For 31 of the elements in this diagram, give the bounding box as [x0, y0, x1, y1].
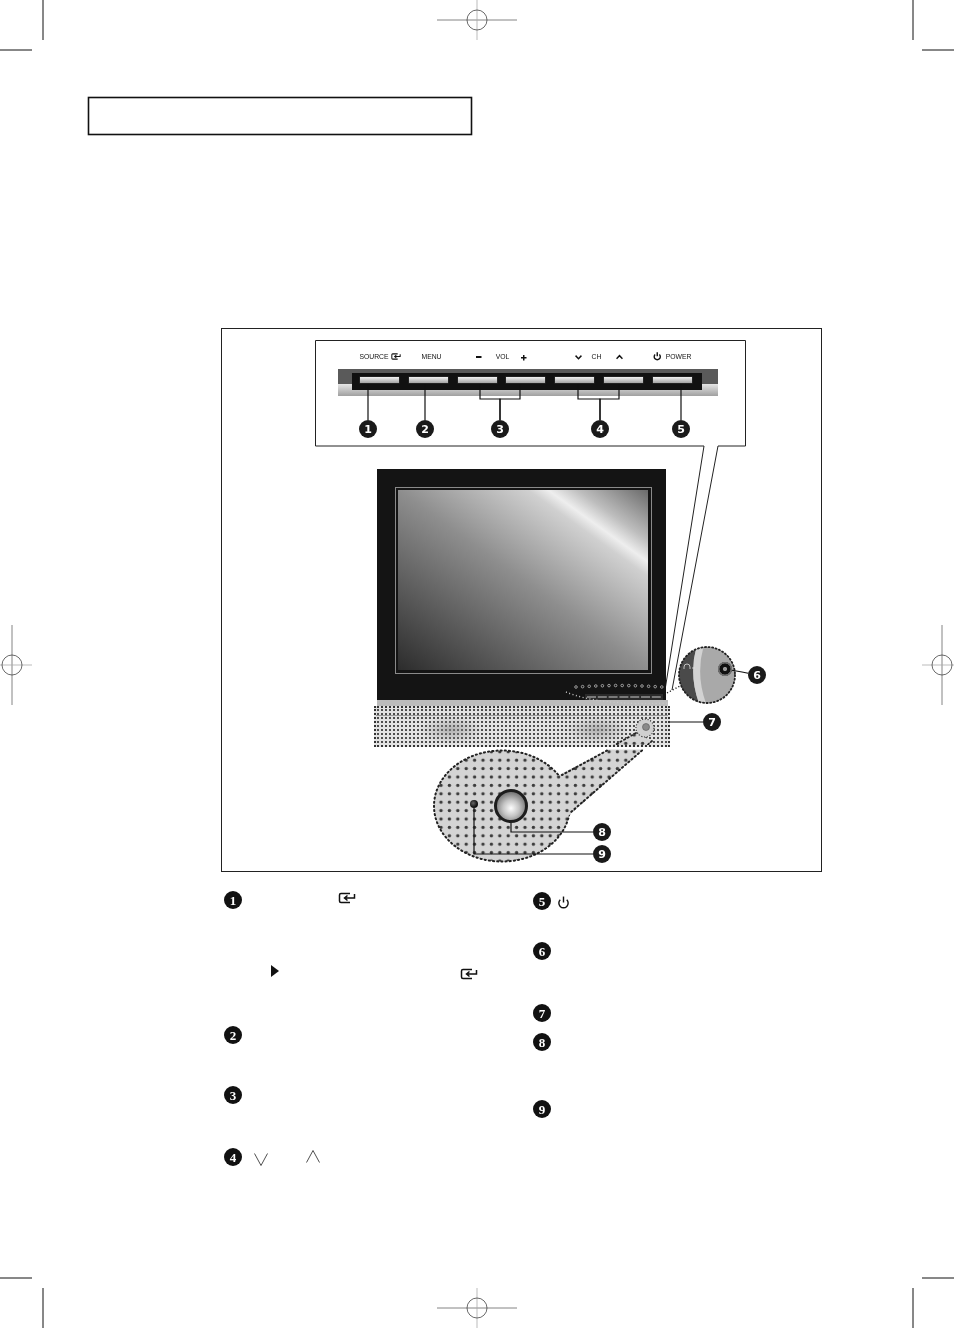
panel-button: [408, 376, 449, 384]
leader-line: [731, 669, 749, 674]
callout-number: 1: [224, 891, 242, 909]
callout-number: 8: [593, 823, 611, 841]
callout-number: 2: [224, 1026, 242, 1044]
callout-number: 7: [533, 1004, 551, 1022]
callout-number: 3: [491, 420, 509, 438]
panel-button: [603, 376, 644, 384]
callout-number: 2: [416, 420, 434, 438]
panel-button: [652, 376, 693, 384]
speaker-grille: [374, 706, 670, 747]
callout-number: 7: [703, 713, 721, 731]
leader-line: [669, 721, 704, 723]
callout-number: 6: [533, 942, 551, 960]
panel-button: [554, 376, 595, 384]
callout-number: 9: [533, 1100, 551, 1118]
callout-number: 6: [748, 666, 766, 684]
leader-line: [473, 807, 594, 855]
callout-number: 1: [359, 420, 377, 438]
panel-button: [505, 376, 546, 384]
small-dot: [470, 800, 478, 808]
callout-number: 4: [591, 420, 609, 438]
callout-number: 5: [672, 420, 690, 438]
callout-number: 4: [224, 1148, 242, 1166]
panel-button: [359, 376, 400, 384]
callout-number: 8: [533, 1033, 551, 1051]
panel-button: [457, 376, 498, 384]
leader-line: [510, 822, 594, 833]
callout-number: 9: [593, 845, 611, 863]
callout-number: 3: [224, 1086, 242, 1104]
callout-number: 5: [533, 892, 551, 910]
